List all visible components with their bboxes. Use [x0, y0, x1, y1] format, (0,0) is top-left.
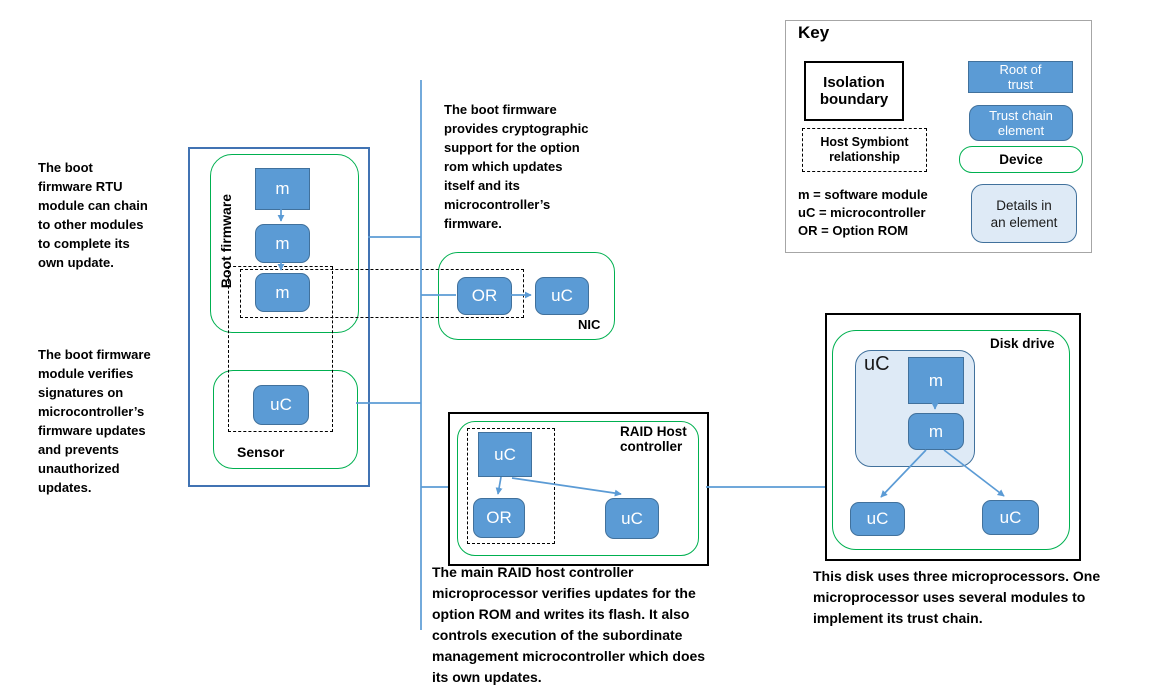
key-def-m: m = software module [798, 187, 928, 202]
raid-isolation-boundary [448, 412, 709, 566]
key-def-uc: uC = microcontroller [798, 205, 926, 220]
disk-module-m2: m [908, 413, 964, 450]
disk-module-uc-left: uC [850, 502, 905, 536]
disk-label: Disk drive [990, 336, 1055, 351]
disk-device [832, 330, 1070, 550]
boot-firmware-module-m3: m [255, 273, 310, 312]
note-disk: This disk uses three microprocessors. On… [813, 568, 1101, 626]
sensor-label: Sensor [237, 444, 285, 460]
key-host-symbiont: Host Symbiont relationship [802, 128, 927, 172]
disk-isolation-boundary [825, 313, 1081, 561]
note-boot-firmware-verifies: The boot firmware module verifies signat… [38, 347, 151, 495]
disk-details-uc-label: uC [864, 353, 890, 375]
key-trust-chain-element: Trust chain element [969, 105, 1073, 141]
note-nic: The boot firmware provides cryptographic… [444, 102, 589, 231]
note-boot-firmware-rtu: The boot firmware RTU module can chain t… [38, 160, 148, 270]
boot-firmware-device [210, 154, 359, 333]
key-panel: Key Isolation boundary Host Symbiont rel… [785, 20, 1092, 253]
raid-module-or: OR [473, 498, 525, 538]
boot-firmware-module-m2: m [255, 224, 310, 263]
disk-module-m1: m [908, 357, 964, 404]
key-def-or: OR = Option ROM [798, 223, 909, 238]
key-title: Key [798, 23, 830, 42]
nic-label: NIC [578, 317, 601, 332]
raid-module-uc1: uC [478, 432, 532, 477]
raid-label: RAID Host controller [620, 424, 687, 454]
key-isolation-boundary: Isolation boundary [804, 61, 904, 121]
key-root-of-trust: Root of trust [968, 61, 1073, 93]
key-device: Device [959, 146, 1083, 173]
raid-device [457, 421, 699, 556]
symbiont-boot-nic [240, 269, 524, 318]
sensor-module-uc: uC [253, 385, 309, 425]
nic-module-uc: uC [535, 277, 589, 315]
boot-firmware-module-m1: m [255, 168, 310, 210]
disk-module-uc-right: uC [982, 500, 1039, 535]
note-raid: The main RAID host controller microproce… [432, 564, 706, 685]
sensor-device [213, 370, 358, 469]
key-details-element: Details in an element [971, 184, 1077, 243]
nic-device [438, 252, 615, 340]
nic-module-or: OR [457, 277, 512, 315]
raid-module-uc2: uC [605, 498, 659, 539]
symbiont-raid [467, 428, 555, 544]
